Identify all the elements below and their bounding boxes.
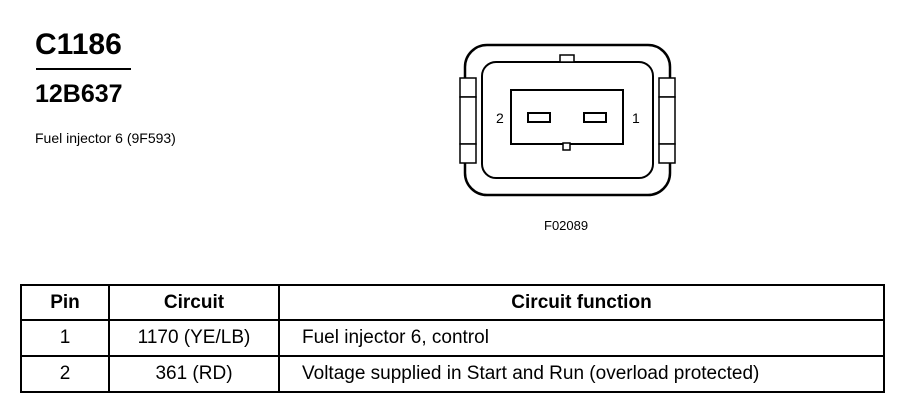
connector-id: C1186 — [35, 28, 122, 61]
table-row: 1 1170 (YE/LB) Fuel injector 6, control — [20, 319, 885, 357]
pin-label-1: 1 — [632, 110, 640, 126]
column-header-circuit: Circuit — [108, 284, 280, 321]
pin-1-terminal — [583, 112, 607, 123]
table-header-row: Pin Circuit Circuit function — [20, 284, 885, 321]
part-number: 12B637 — [35, 80, 123, 108]
function-cell: Fuel injector 6, control — [278, 319, 885, 357]
pin-cell: 1 — [20, 319, 110, 357]
pin-table: Pin Circuit Circuit function 1 1170 (YE/… — [20, 284, 885, 393]
figure-id: F02089 — [544, 218, 589, 233]
latch-tab — [559, 54, 575, 63]
pin-label-2: 2 — [496, 110, 504, 126]
connector-description: Fuel injector 6 (9F593) — [35, 130, 176, 146]
circuit-cell: 1170 (YE/LB) — [108, 319, 280, 357]
table-row: 2 361 (RD) Voltage supplied in Start and… — [20, 355, 885, 393]
circuit-cell: 361 (RD) — [108, 355, 280, 393]
column-header-function: Circuit function — [278, 284, 885, 321]
connector-diagram: 2 1 — [459, 43, 676, 197]
side-clip-right — [658, 77, 676, 164]
column-header-pin: Pin — [20, 284, 110, 321]
pin-2-terminal — [527, 112, 551, 123]
function-cell: Voltage supplied in Start and Run (overl… — [278, 355, 885, 393]
side-clip-left — [459, 77, 477, 164]
keyway-notch — [562, 142, 571, 151]
pin-cell: 2 — [20, 355, 110, 393]
title-underline — [36, 68, 131, 70]
